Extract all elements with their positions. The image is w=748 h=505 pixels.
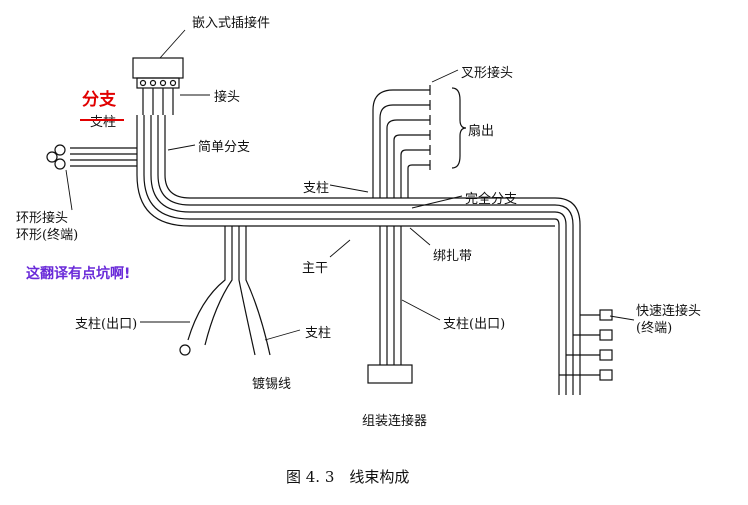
label-embedded-connector: 嵌入式插接件 [192, 16, 271, 31]
label-fan-out: 扇出 [468, 124, 495, 139]
embedded-connector-shape [132, 57, 184, 115]
main-trunk [190, 197, 555, 227]
label-branch-outlet-left: 支柱(出口) [75, 317, 138, 332]
label-assembled-connector: 组装连接器 [362, 414, 428, 429]
label-binding-strap: 绑扎带 [433, 249, 473, 264]
label-full-branch: 完全分支 [465, 192, 518, 207]
left-bend [136, 115, 191, 227]
ring-branch [46, 144, 137, 170]
fan-out-bracket [451, 87, 467, 169]
figure-caption: 图 4. 3 线束构成 [286, 468, 410, 486]
center-drop [367, 226, 413, 384]
label-simple-branch: 简单分支 [198, 140, 251, 155]
label-ring-terminal: 环形接头 [16, 211, 69, 226]
label-ring-end: 环形(终端) [16, 228, 79, 243]
strikethrough-line [80, 119, 124, 121]
right-bend [554, 197, 613, 395]
label-trunk-top: 支柱 [303, 181, 330, 196]
annotation-red-correction: 分支 [82, 90, 116, 110]
left-drop-branch [179, 226, 271, 356]
leader-lines [65, 29, 635, 341]
annotation-purple-comment: 这翻译有点坑啊! [26, 266, 131, 282]
label-terminal: 接头 [214, 90, 241, 105]
label-branch-mid: 支柱 [305, 326, 332, 341]
label-tinned-wire: 镀锡线 [252, 377, 292, 392]
annotation-struck-original: 支柱 [90, 115, 117, 130]
label-quick-connector-end: (终端) [636, 321, 673, 336]
label-branch-outlet-right: 支柱(出口) [443, 317, 506, 332]
label-quick-connector: 快速连接头 [636, 304, 702, 319]
fan-out-column [372, 85, 431, 198]
label-fork-terminal: 叉形接头 [461, 66, 514, 81]
label-main-trunk: 主干 [302, 261, 329, 276]
